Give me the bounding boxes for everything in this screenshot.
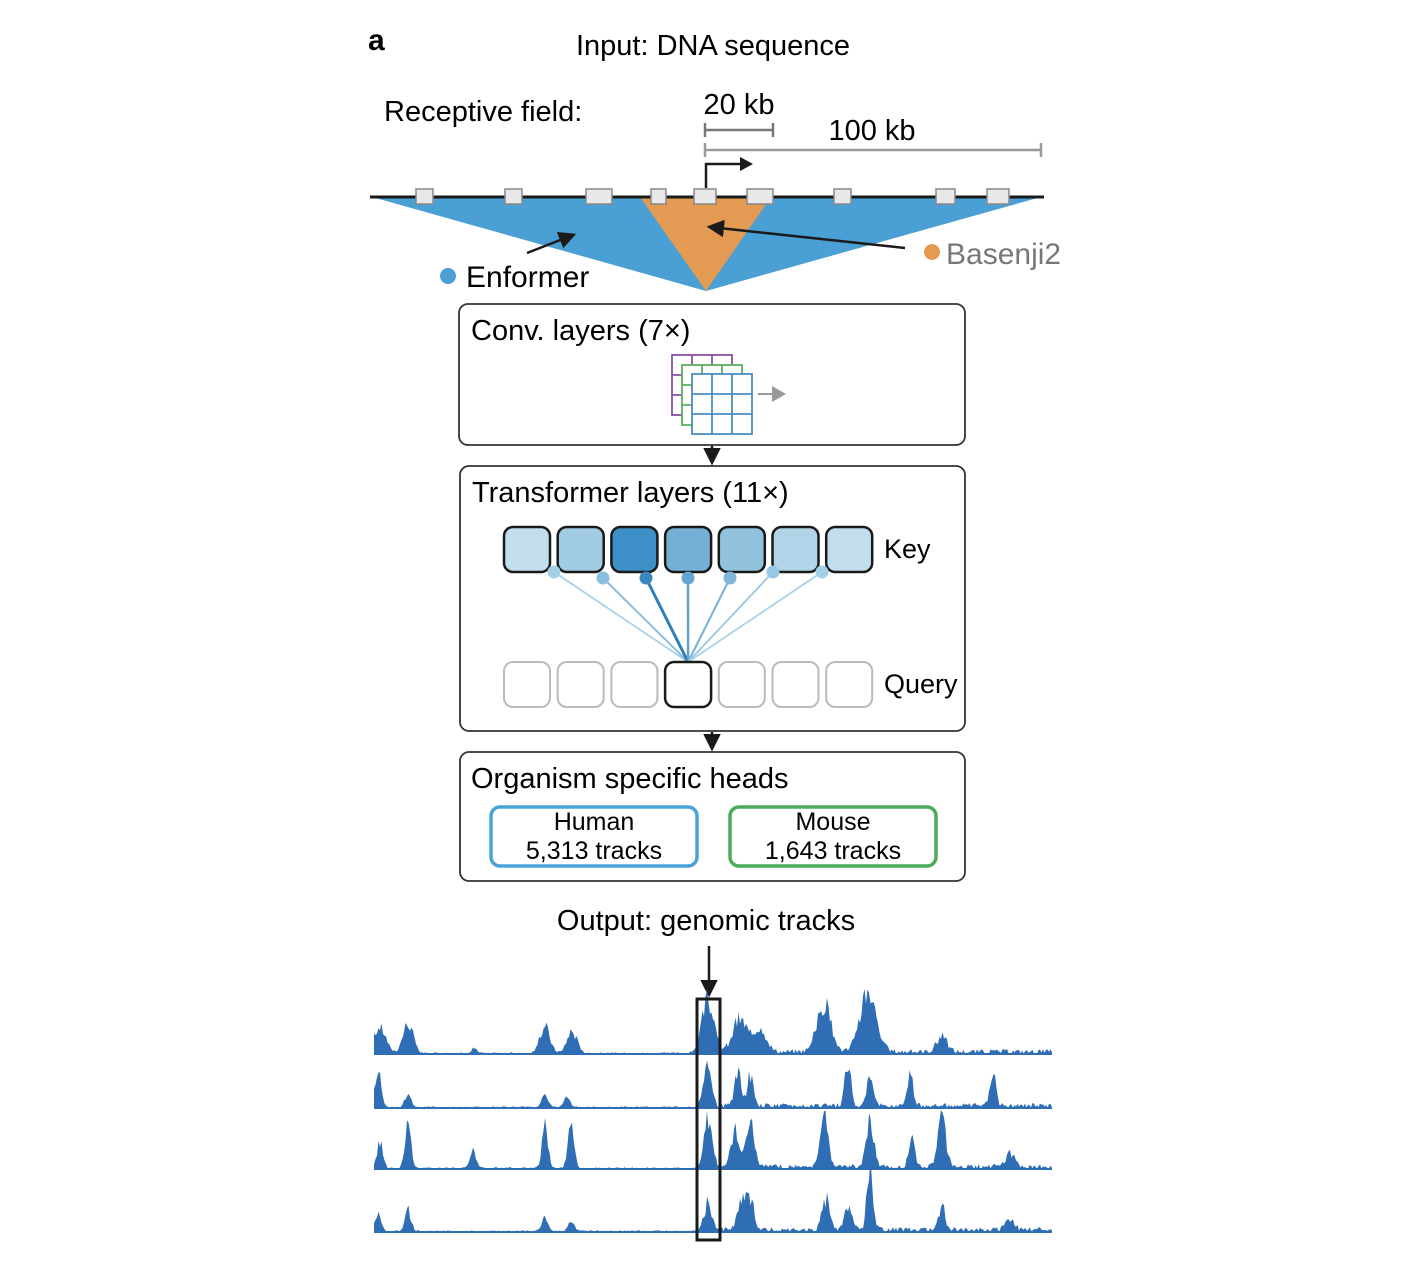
- query-cell: [503, 661, 551, 708]
- conv-slide-arrowhead-icon: [772, 386, 786, 402]
- conv-layers-title: Conv. layers (7×): [471, 315, 690, 347]
- transformer-layers-title: Transformer layers (11×): [472, 477, 789, 509]
- attention-lines: [553, 571, 823, 663]
- dna-elements: [415, 188, 1010, 205]
- attention-line: [644, 577, 690, 663]
- attention-line: [687, 571, 823, 663]
- genomic-tracks: [374, 988, 1052, 1233]
- attention-line: [602, 577, 689, 663]
- attention-dot: [547, 565, 561, 579]
- enformer-label: Enformer: [466, 261, 589, 294]
- basenji-receptive-field: [640, 197, 771, 291]
- output-title: Output: genomic tracks: [557, 905, 855, 937]
- dna-element: [935, 188, 956, 205]
- attention-dot: [815, 565, 829, 579]
- attention-dot: [596, 571, 610, 585]
- mouse-head-name: Mouse: [795, 808, 870, 836]
- human-head-tracks: 5,313 tracks: [526, 837, 662, 865]
- scale-100kb-bar: [703, 143, 1043, 157]
- attention-line: [553, 571, 689, 663]
- basenji-legend-dot: [924, 244, 940, 260]
- scale-20kb-bar: [703, 123, 775, 137]
- tss-arrowhead-icon: [740, 157, 753, 171]
- key-cell: [824, 525, 874, 574]
- genomic-track: [374, 988, 1052, 1054]
- key-cell: [717, 525, 767, 574]
- query-label: Query: [884, 669, 958, 699]
- human-head-box: [489, 805, 699, 868]
- key-attention-dots: [547, 565, 829, 585]
- dna-element: [650, 188, 667, 205]
- conv-filter-icon: [671, 354, 753, 435]
- key-row: [502, 525, 874, 574]
- dna-element: [585, 188, 613, 205]
- dna-element: [693, 188, 717, 205]
- basenji-pointer-arrow: [706, 219, 906, 250]
- input-title: Input: DNA sequence: [576, 30, 850, 62]
- attention-line: [687, 571, 774, 663]
- genomic-track: [374, 1060, 1052, 1108]
- tss-highlight-box: [695, 997, 722, 1242]
- query-cell: [825, 661, 874, 708]
- organism-heads-box: Organism specific heads Human 5,313 trac…: [459, 751, 966, 882]
- attention-dot: [766, 565, 780, 579]
- query-cell-active: [663, 660, 713, 709]
- dna-element: [504, 188, 523, 205]
- attention-dot: [723, 571, 737, 585]
- transformer-layers-box: Transformer layers (11×) Key Query: [459, 465, 966, 732]
- panel-label: a: [368, 24, 385, 57]
- enformer-legend-dot: [440, 268, 456, 284]
- dna-element: [746, 188, 774, 205]
- human-head-name: Human: [554, 808, 635, 836]
- mouse-head-box: [728, 805, 938, 868]
- query-cell: [610, 661, 659, 708]
- basenji-label: Basenji2: [946, 238, 1061, 271]
- genomic-track: [374, 1110, 1052, 1169]
- dna-element: [415, 188, 434, 205]
- query-cell: [717, 661, 766, 708]
- dna-element: [986, 188, 1010, 205]
- dna-element: [833, 188, 852, 205]
- key-cell: [556, 525, 605, 574]
- key-cell: [771, 525, 820, 574]
- organism-heads-title: Organism specific heads: [471, 763, 789, 795]
- query-cell: [556, 661, 605, 708]
- attention-line: [687, 577, 731, 663]
- enformer-pointer-arrow: [526, 231, 577, 255]
- query-cell: [771, 661, 820, 708]
- tss-arrow-icon: [704, 162, 744, 188]
- key-cell: [663, 525, 713, 574]
- scale-100kb-label: 100 kb: [828, 115, 915, 147]
- query-row: [503, 660, 874, 709]
- mouse-head-tracks: 1,643 tracks: [765, 837, 901, 865]
- scale-20kb-label: 20 kb: [704, 89, 775, 121]
- conv-layers-box: Conv. layers (7×): [458, 303, 966, 446]
- receptive-field-label: Receptive field:: [384, 96, 582, 128]
- key-cell: [610, 525, 659, 574]
- key-label: Key: [884, 534, 931, 564]
- attention-dot: [681, 571, 695, 585]
- key-cell: [502, 525, 552, 574]
- attention-dot: [639, 571, 653, 585]
